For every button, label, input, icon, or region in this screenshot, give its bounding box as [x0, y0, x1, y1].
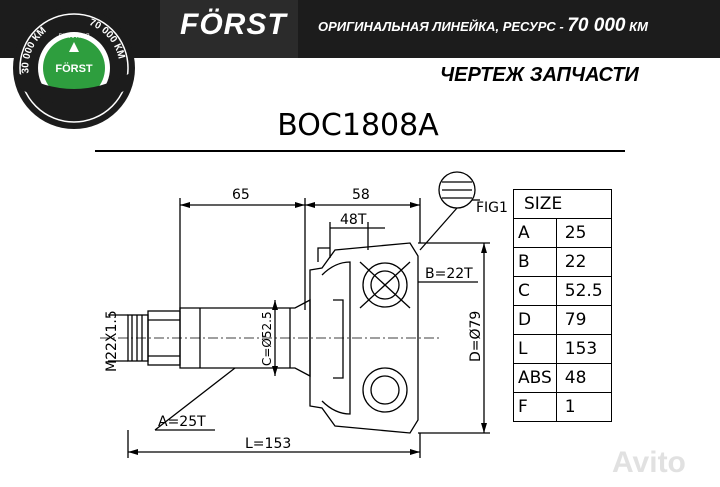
dim-48t-label: 48T: [340, 212, 367, 228]
brand-box: [160, 0, 298, 58]
size-key: A: [513, 218, 557, 248]
table-row: A 25: [513, 218, 612, 248]
l-dim-label: L=153: [245, 436, 291, 452]
thread-label: M22X1.5: [104, 310, 120, 372]
tagline-prefix: ОРИГИНАЛЬНАЯ ЛИНЕЙКА, РЕСУРС -: [318, 19, 564, 34]
table-row: B 22: [513, 247, 612, 277]
table-row: ABS 48: [513, 363, 612, 393]
size-key: B: [513, 247, 557, 277]
a-dim-label: A=25T: [158, 414, 206, 430]
c-dim-label: C=Ø52.5: [260, 311, 274, 366]
dim-58-label: 58: [352, 187, 370, 203]
d-dim-label: D=Ø79: [468, 311, 484, 362]
size-key: C: [513, 276, 557, 306]
size-value: 48: [555, 363, 612, 393]
size-key: D: [513, 305, 557, 335]
avito-watermark: Avito: [612, 446, 686, 479]
fig1-label: FIG1: [476, 200, 508, 216]
section-title: ЧЕРТЕЖ ЗАПЧАСТИ: [440, 64, 639, 86]
badge-small-text: ГАРАНТИЯ: [58, 34, 89, 40]
size-table-header: SIZE: [513, 189, 612, 219]
size-key: F: [513, 392, 557, 422]
size-value: 1: [555, 392, 612, 422]
table-row: D 79: [513, 305, 612, 335]
dim-65-label: 65: [232, 187, 250, 203]
size-key: ABS: [513, 363, 557, 393]
arrow-up-icon: [69, 42, 79, 52]
table-row: L 153: [513, 334, 612, 364]
tagline-unit: КМ: [629, 19, 648, 34]
size-value: 22: [555, 247, 612, 277]
warranty-badge-logo: 30 000 КМ 70 000 КМ ГАРАНТИЯ FÖRST: [13, 7, 135, 129]
tagline: ОРИГИНАЛЬНАЯ ЛИНЕЙКА, РЕСУРС - 70 000 КМ: [318, 15, 648, 37]
tagline-value: 70 000: [567, 15, 626, 36]
table-row: C 52.5: [513, 276, 612, 306]
size-value: 79: [555, 305, 612, 335]
size-value: 25: [555, 218, 612, 248]
title-divider: [95, 150, 625, 152]
b-dim-label: B=22T: [425, 266, 473, 282]
size-value: 153: [555, 334, 612, 364]
size-table-header-row: SIZE: [513, 189, 612, 219]
part-number: BOC1808A: [277, 108, 439, 143]
size-table: SIZE A 25 B 22 C 52.5 D 79 L 153 ABS 48 …: [513, 189, 612, 422]
brand-name: FÖRST: [180, 8, 287, 41]
size-value: 52.5: [555, 276, 612, 306]
badge-center-text: FÖRST: [55, 62, 93, 75]
table-row: F 1: [513, 392, 612, 422]
size-key: L: [513, 334, 557, 364]
